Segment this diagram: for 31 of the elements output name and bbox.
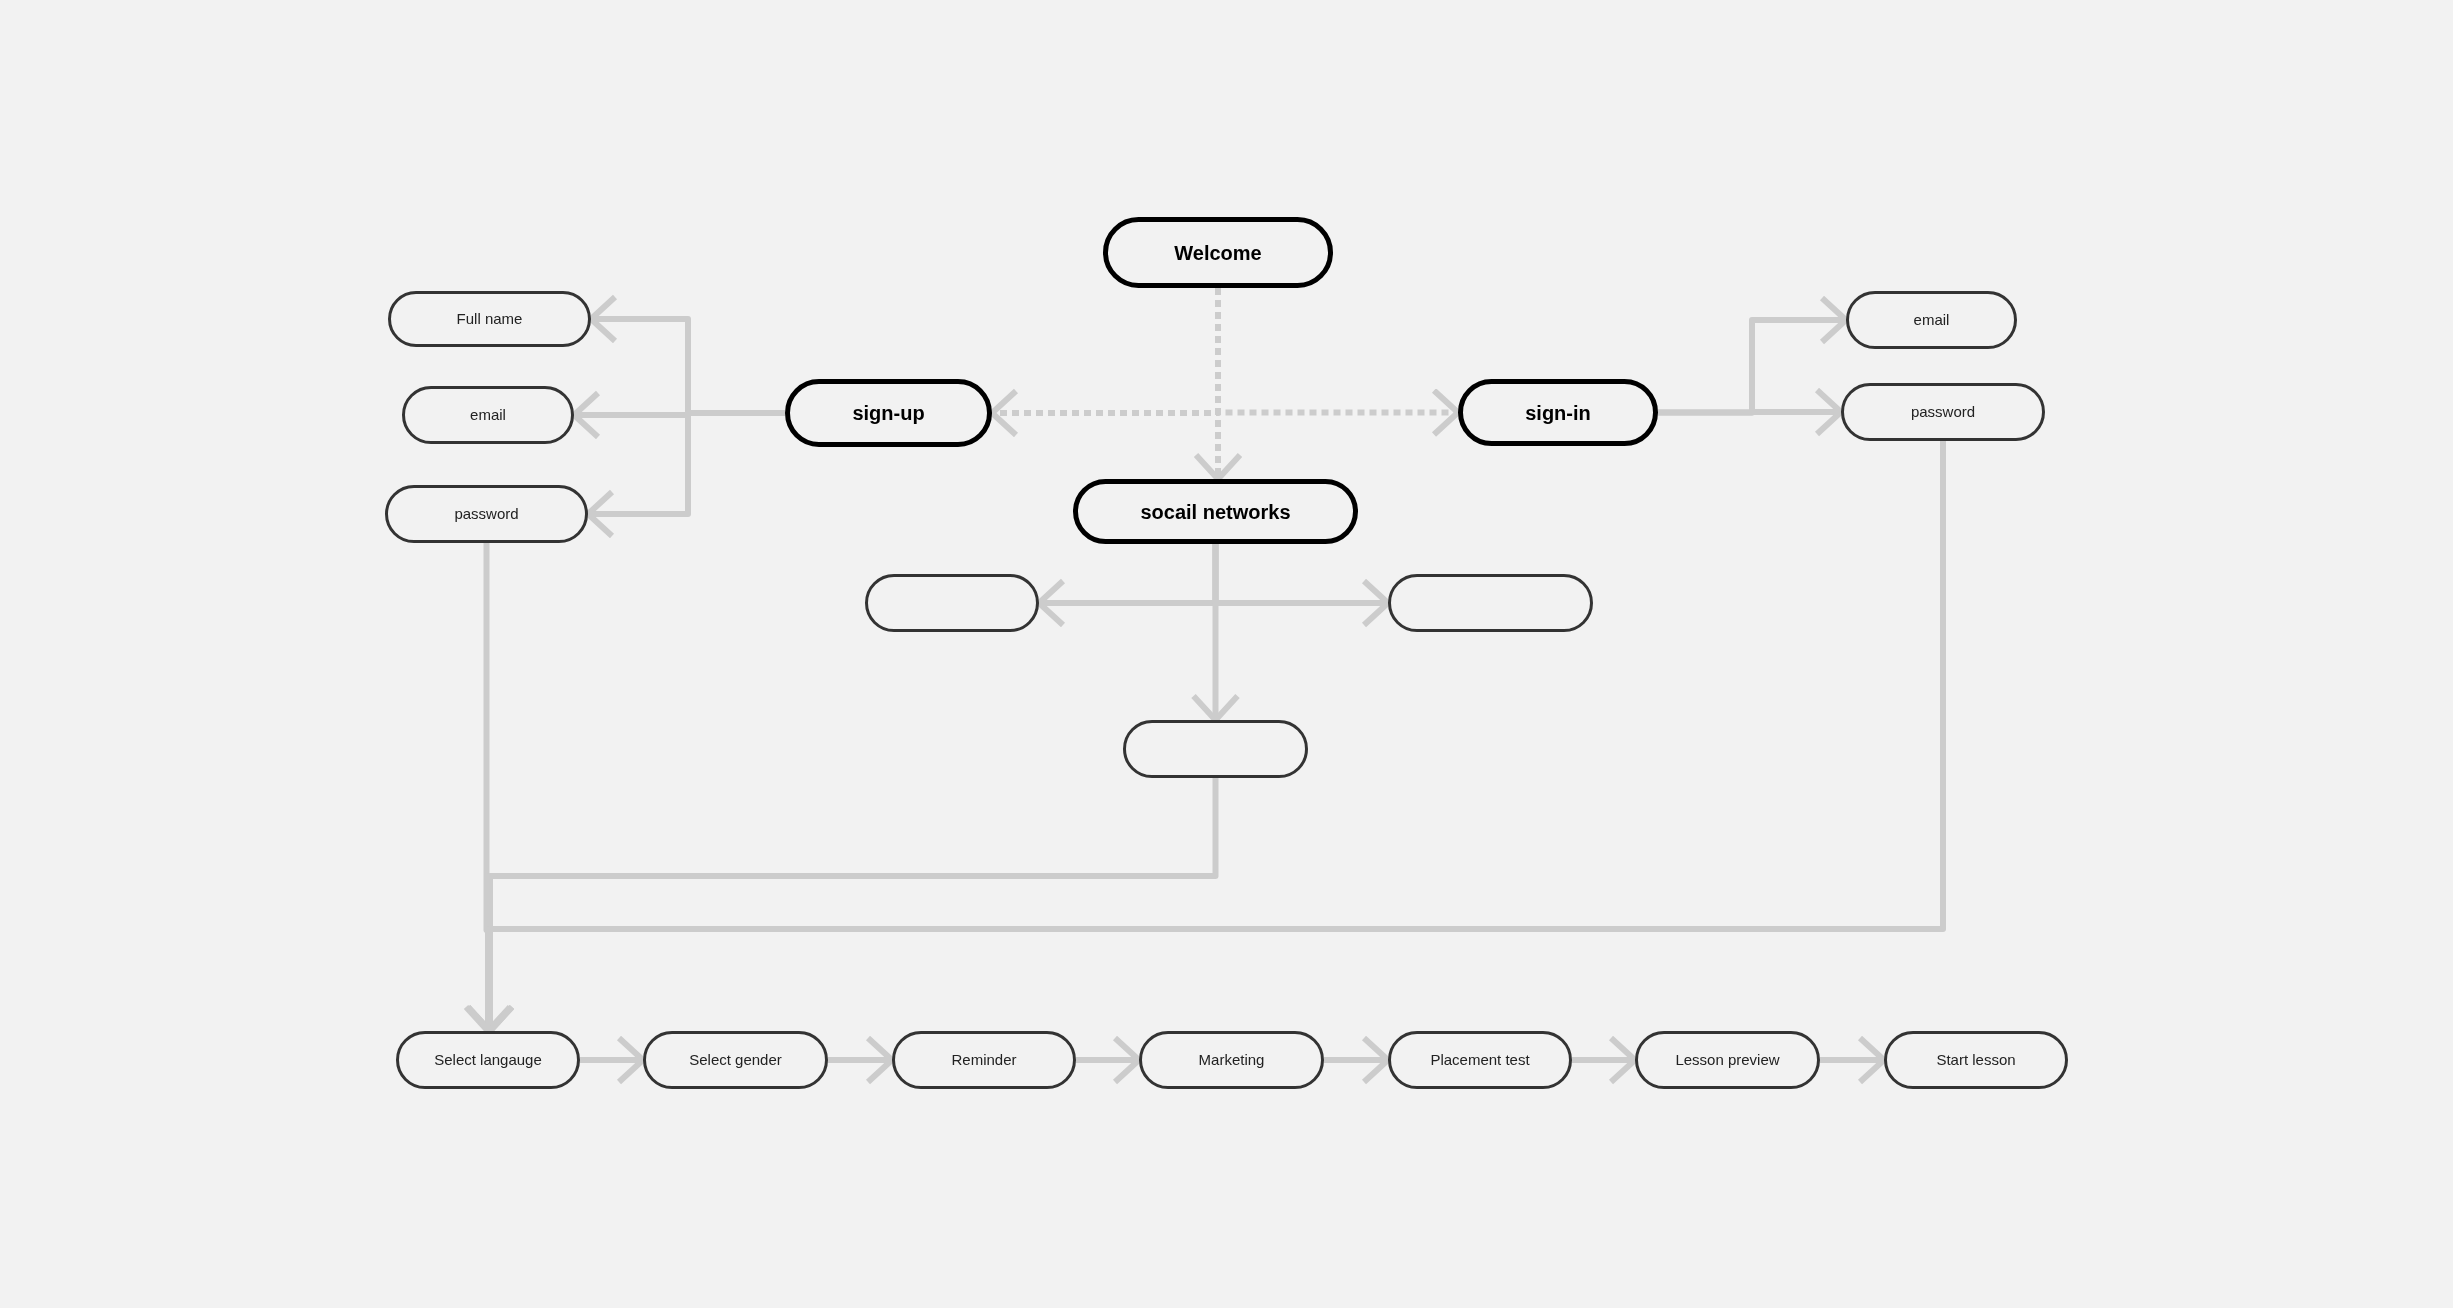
node-label: password bbox=[454, 503, 519, 524]
node-label: Reminder bbox=[951, 1049, 1017, 1070]
node-label: Placement test bbox=[1430, 1049, 1530, 1070]
node-label: Welcome bbox=[1174, 240, 1262, 266]
node-label: Lesson preview bbox=[1675, 1049, 1780, 1070]
node-label: password bbox=[1910, 401, 1976, 422]
node-label: Full name bbox=[456, 308, 523, 329]
field-pill bbox=[1388, 1031, 1572, 1089]
field-pill bbox=[1635, 1031, 1820, 1089]
node-label: Marketing bbox=[1198, 1049, 1265, 1070]
field-pill bbox=[1884, 1031, 2068, 1089]
field-pill bbox=[1841, 383, 2045, 441]
node-label: sign-up bbox=[852, 401, 925, 426]
field-pill bbox=[388, 291, 591, 347]
node-label: email bbox=[1913, 309, 1950, 330]
field-pill bbox=[865, 574, 1039, 632]
node-label: Select gender bbox=[689, 1049, 782, 1070]
field-pill bbox=[1123, 720, 1308, 778]
node-label: email bbox=[470, 404, 506, 425]
node-label: Start lesson bbox=[1936, 1049, 2016, 1070]
field-pill bbox=[892, 1031, 1076, 1089]
field-pill bbox=[1139, 1031, 1324, 1089]
field-pill bbox=[385, 485, 588, 543]
node-label: sign-in bbox=[1525, 400, 1591, 426]
node-label: Select langauge bbox=[434, 1049, 542, 1070]
field-pill bbox=[643, 1031, 828, 1089]
field-pill bbox=[1388, 574, 1593, 632]
field-pill bbox=[1846, 291, 2017, 349]
field-pill bbox=[402, 386, 574, 444]
node-label: socail networks bbox=[1140, 499, 1291, 525]
field-pill bbox=[396, 1031, 580, 1089]
